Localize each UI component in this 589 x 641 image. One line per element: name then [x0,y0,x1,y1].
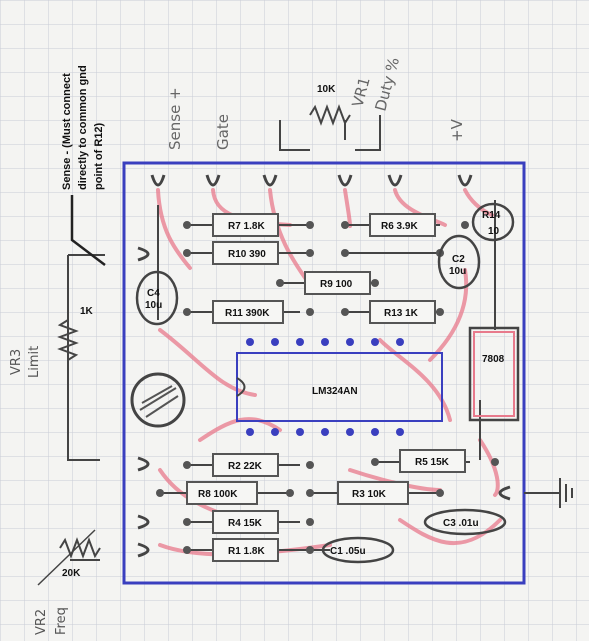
r8-body [186,481,258,505]
vr2-label: VR2 [34,609,49,635]
limit-label: Limit [27,346,42,378]
c3-label: C3 .01u [443,518,479,529]
c1-label: C1 .05u [330,546,366,557]
r10-body [212,241,279,265]
r6-label: R6 3.9K [381,221,418,232]
right-header-pin [498,485,511,501]
lm324-body [236,352,443,422]
r10-label: R10 390 [228,249,266,260]
ic-notch [236,377,246,397]
r2-label: R2 22K [228,461,263,472]
r9-label: R9 100 [320,279,353,290]
regulator-label: 7808 [482,354,505,365]
r5-body [399,449,466,473]
c2-body [437,234,481,290]
r1-body [212,538,279,562]
vr3-label: VR3 [9,349,24,375]
trimpot-slot [139,385,179,418]
vr3-value: 1K [80,306,94,317]
plus-v-label: +V [448,118,466,142]
pcb-outline [122,161,526,585]
sense-minus-note-3: point of R12) [93,122,105,190]
trimpot-body [130,372,186,428]
top-header-pins [150,174,473,187]
r14-body [471,202,515,242]
c4-label: C4 [147,288,160,299]
sense-minus-note-2: directly to common gnd [77,65,89,190]
vr2-value: 20K [62,568,81,579]
r13-label: R13 1K [384,308,419,319]
c2-label: C2 [452,254,465,265]
left-header-pins [137,246,150,558]
r14-value: 10 [488,226,500,237]
r4-body [212,510,279,534]
r7-body [212,213,279,237]
vr1-value: 10K [317,84,336,95]
r13-body [369,300,436,324]
solder-pads [156,221,499,554]
r11-label: R11 390K [225,308,270,319]
resistor-bodies [186,213,466,562]
ic-pins [246,338,404,436]
regulator-body [468,326,520,422]
r8-label: R8 100K [198,489,238,500]
vr3-symbol [57,319,79,361]
sense-plus-label: Sense + [166,87,184,150]
r9-body [304,271,371,295]
r2-body [212,453,279,477]
c3-body [423,508,507,536]
r7-label: R7 1.8K [228,221,265,232]
vr2-symbol [59,537,101,559]
r1-label: R1 1.8K [228,546,265,557]
c4-value: 10u [145,300,162,311]
r14-label: R14 [482,210,501,221]
r4-label: R4 15K [228,518,263,529]
ic-label: LM324AN [312,386,358,397]
freq-label: Freq [54,607,69,635]
r5-label: R5 15K [415,457,450,468]
c2-value: 10u [449,266,466,277]
r11-body [212,300,284,324]
c4-body [135,270,179,326]
r3-body [337,481,409,505]
r3-label: R3 10K [352,489,387,500]
gate-label: Gate [214,114,232,150]
ground-symbol [559,478,573,508]
regulator-pad [473,331,515,417]
c1-body [321,536,395,564]
sense-minus-note-1: Sense - (Must connect [61,73,73,190]
sense-minus-lead [70,195,106,266]
r6-body [369,213,436,237]
vr2-wiper [37,529,96,586]
